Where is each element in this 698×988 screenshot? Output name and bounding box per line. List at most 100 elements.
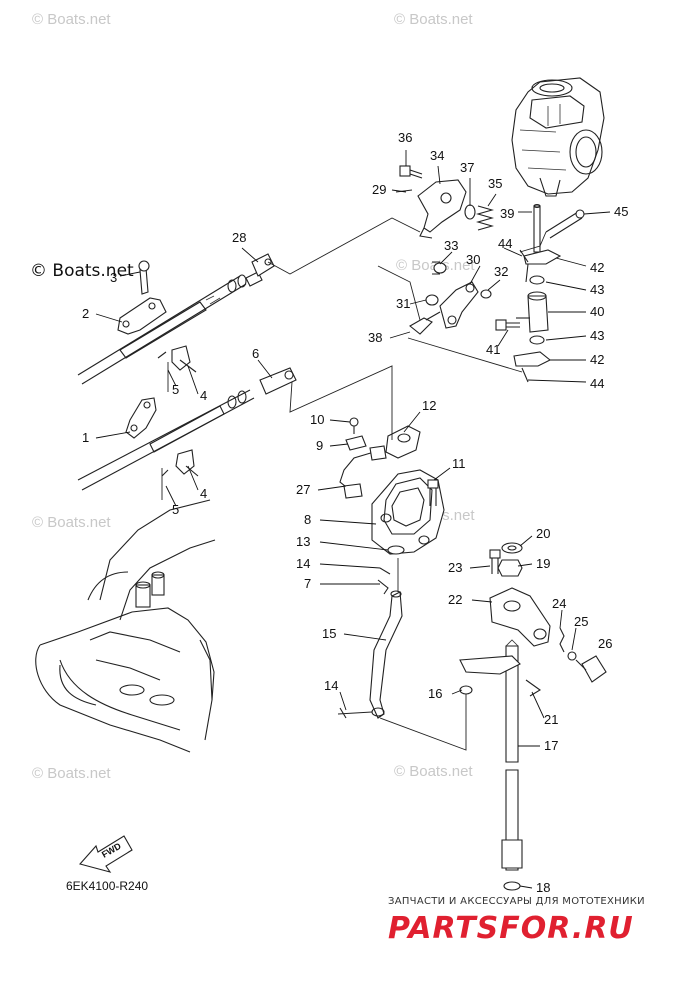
cable-bracket-lower [125,397,157,439]
callout-30: 30 [466,252,480,267]
watermark-text: © Boats.net [32,765,111,782]
shift-rod-17 [501,639,523,871]
bracket-8 [371,469,445,555]
washer-32 [480,289,492,299]
callout-14: 14 [296,556,310,571]
joint-38 [409,311,441,335]
fwd-arrow-icon: FWD [78,835,133,873]
callout-11: 11 [452,456,466,471]
bolt-36 [399,165,423,179]
callout-15: 15 [322,626,336,641]
callout-20: 20 [536,526,550,541]
washer-20 [501,542,523,554]
linkage-rod-39 [533,203,541,253]
callout-9: 9 [316,438,323,453]
bolt-11 [427,479,439,506]
ball-25 [567,651,577,661]
callout-8: 8 [304,512,311,527]
callout-6: 6 [252,346,259,361]
pin-14-lower [337,707,373,719]
callout-38: 38 [368,330,382,345]
nut-19 [497,559,523,577]
bolt-41 [495,319,520,331]
watermark-prominent: © Boats.net [30,261,134,281]
bracket-12 [385,425,421,459]
watermark-layer: © Boats.net © Boats.net © Boats.net © Bo… [30,11,475,782]
callout-3: 3 [110,270,117,285]
pin-14-upper [379,567,391,575]
callout-45: 45 [614,204,628,219]
watermark-text: © Boats.net [32,11,111,28]
callout-12: 12 [422,398,436,413]
bolt-23 [489,549,501,574]
diagram-code: 6EK4100-R240 [66,879,148,893]
callout-42: 42 [590,260,604,275]
collar-43-lower [529,335,545,345]
spring-24 [559,627,565,653]
link-45 [545,209,585,239]
arm-21 [459,655,521,675]
callout-35: 35 [488,176,502,191]
callout-43: 43 [590,282,604,297]
leader-lines [95,150,611,889]
collar-31 [425,294,439,306]
callout-41: 41 [486,342,500,357]
callout-1: 1 [82,430,89,445]
lever-40 [516,291,549,333]
callout-43: 43 [590,328,604,343]
cable-bracket-upper [117,260,167,335]
callout-5: 5 [172,382,179,397]
watermark-text: © Boats.net [394,11,473,28]
callout-4: 4 [200,486,207,501]
wire-27 [339,445,387,499]
throttle-body [511,77,605,197]
callout-22: 22 [448,592,462,607]
washer-37 [464,204,476,220]
callout-4: 4 [200,388,207,403]
guide-lines [161,217,547,751]
callout-23: 23 [448,560,462,575]
callout-37: 37 [460,160,474,175]
callout-42: 42 [590,352,604,367]
oring-18 [503,881,521,891]
callout-18: 18 [536,880,550,895]
cable-clips [157,345,199,477]
cable-end-6 [259,367,297,395]
callout-14: 14 [324,678,338,693]
bolt-26 [575,655,607,683]
clip-7 [377,579,389,595]
callout-39: 39 [500,206,514,221]
pin-29 [395,189,413,193]
watermark-text: © Boats.net [32,514,111,531]
callout-2: 2 [82,306,89,321]
lever-22 [489,587,551,647]
plate-9 [345,435,367,451]
washer-13 [387,545,405,555]
screw-10 [349,417,359,434]
advert-block: ЗАПЧАСТИ И АКСЕССУАРЫ ДЛЯ МОТОТЕХНИКИ PA… [388,896,645,946]
watermark-text: © Boats.net [394,763,473,780]
throttle-lever-34 [417,179,467,239]
callout-24: 24 [552,596,566,611]
callout-33: 33 [444,238,458,253]
callout-7: 7 [304,576,311,591]
callout-19: 19 [536,556,550,571]
collar-33 [432,261,447,275]
throttle-cable [77,271,263,385]
spring-35 [475,205,495,231]
lever-42-lower [513,351,552,367]
callout-36: 36 [398,130,412,145]
callout-10: 10 [310,412,324,427]
shift-lever-15 [369,590,403,719]
callout-17: 17 [544,738,558,753]
callout-26: 26 [598,636,612,651]
callout-5: 5 [172,502,179,517]
engine-block [35,499,216,753]
cable-end-28 [251,253,275,277]
shift-cable [77,389,255,491]
callout-44: 44 [590,376,604,391]
callout-16: 16 [428,686,442,701]
callout-27: 27 [296,482,310,497]
callout-34: 34 [430,148,444,163]
